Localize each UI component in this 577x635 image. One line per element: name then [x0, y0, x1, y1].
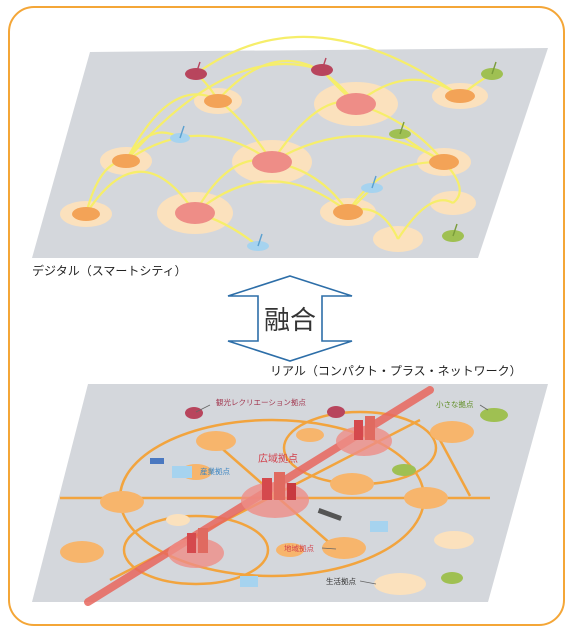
life-hub	[374, 573, 426, 595]
orange-node	[445, 89, 475, 103]
map-pins	[179, 57, 497, 247]
hub-disc	[336, 426, 392, 456]
pin-icon	[257, 233, 263, 247]
pin-icon	[371, 175, 377, 189]
wide-area-hub-label: 広域拠点	[258, 452, 298, 465]
link	[125, 134, 273, 163]
pink-node-large	[175, 202, 215, 224]
pin-icon	[179, 125, 185, 139]
building-icon	[187, 533, 196, 553]
leader-line	[479, 404, 489, 411]
digital-network-links	[84, 35, 493, 247]
towns	[60, 406, 508, 595]
link	[397, 199, 454, 240]
road-ring	[122, 514, 270, 586]
life-hubs	[166, 514, 474, 595]
building-icon	[274, 472, 285, 500]
real-compact-plus-network-label: リアル（コンパクト・プラス・ネットワーク）	[270, 364, 522, 378]
wide-area-hub	[168, 528, 224, 568]
building-icon	[262, 478, 272, 500]
leader-line	[359, 580, 377, 585]
bus-icon	[150, 458, 164, 464]
pin-icon	[399, 121, 405, 135]
tourism-hubs	[185, 406, 345, 419]
small-hub	[441, 572, 463, 584]
life-hub	[434, 531, 474, 549]
building-icon	[354, 420, 363, 440]
regional-hub	[330, 473, 374, 495]
link	[85, 170, 196, 215]
orange-node	[204, 94, 232, 108]
tourism-hub	[185, 407, 203, 419]
pin-icon	[321, 57, 327, 71]
regional-hub	[322, 537, 366, 559]
building-icon	[287, 483, 296, 500]
regional-hub-label: 地域拠点	[284, 543, 314, 553]
industry-hub-label: 産業拠点	[200, 466, 230, 476]
orange-node	[333, 204, 363, 220]
fusion-label: 融合	[263, 306, 316, 336]
real-plane	[32, 384, 548, 606]
wide-area-hub	[336, 416, 392, 456]
road	[438, 439, 472, 497]
building-icon	[198, 528, 208, 553]
double-headed-vertical-arrow-icon	[227, 275, 353, 362]
regional-hubs	[60, 421, 474, 563]
tourism-hub-label: 観光レクリエーション拠点	[216, 397, 306, 407]
link	[125, 93, 219, 162]
small-hub-label: 小さな拠点	[436, 399, 474, 409]
small-hub	[392, 464, 416, 476]
arrow-shape	[227, 275, 353, 362]
pin-icon	[491, 61, 497, 75]
link	[217, 59, 357, 105]
orange-node	[429, 154, 459, 170]
orange-node	[72, 207, 100, 221]
wide-area-hub	[241, 472, 309, 518]
regional-hub	[430, 421, 474, 443]
small-hub	[480, 408, 508, 422]
regional-hub	[296, 428, 324, 442]
pin-icon	[452, 223, 458, 237]
tourism-hub	[327, 406, 345, 418]
industry-hubs	[172, 466, 388, 587]
pink-node-large	[336, 93, 376, 115]
leader-line	[321, 547, 337, 550]
pink-node-large	[252, 151, 292, 173]
pin-icon	[195, 61, 201, 75]
life-hub	[166, 514, 190, 526]
small-hubs	[392, 408, 508, 584]
industry-building	[240, 576, 258, 587]
digital-smart-city-label: デジタル（スマートシティ）	[32, 264, 187, 278]
link	[125, 62, 323, 162]
life-hub-label: 生活拠点	[326, 576, 356, 586]
link	[194, 180, 349, 214]
digital-plane	[32, 35, 548, 258]
train-icon	[317, 508, 342, 521]
industry-building	[172, 466, 192, 478]
orange-node	[112, 154, 140, 168]
link	[195, 35, 461, 97]
regional-hub	[100, 491, 144, 513]
industry-building	[370, 521, 388, 532]
leader-line	[195, 404, 211, 413]
regional-hub	[60, 541, 104, 563]
digital-nodes	[72, 64, 503, 251]
regional-hub	[276, 543, 304, 557]
regional-hub	[404, 487, 448, 509]
orange-rounded-frame	[8, 6, 565, 626]
building-icon	[365, 416, 375, 440]
regional-hub	[196, 431, 236, 451]
leader-lines	[195, 404, 489, 585]
